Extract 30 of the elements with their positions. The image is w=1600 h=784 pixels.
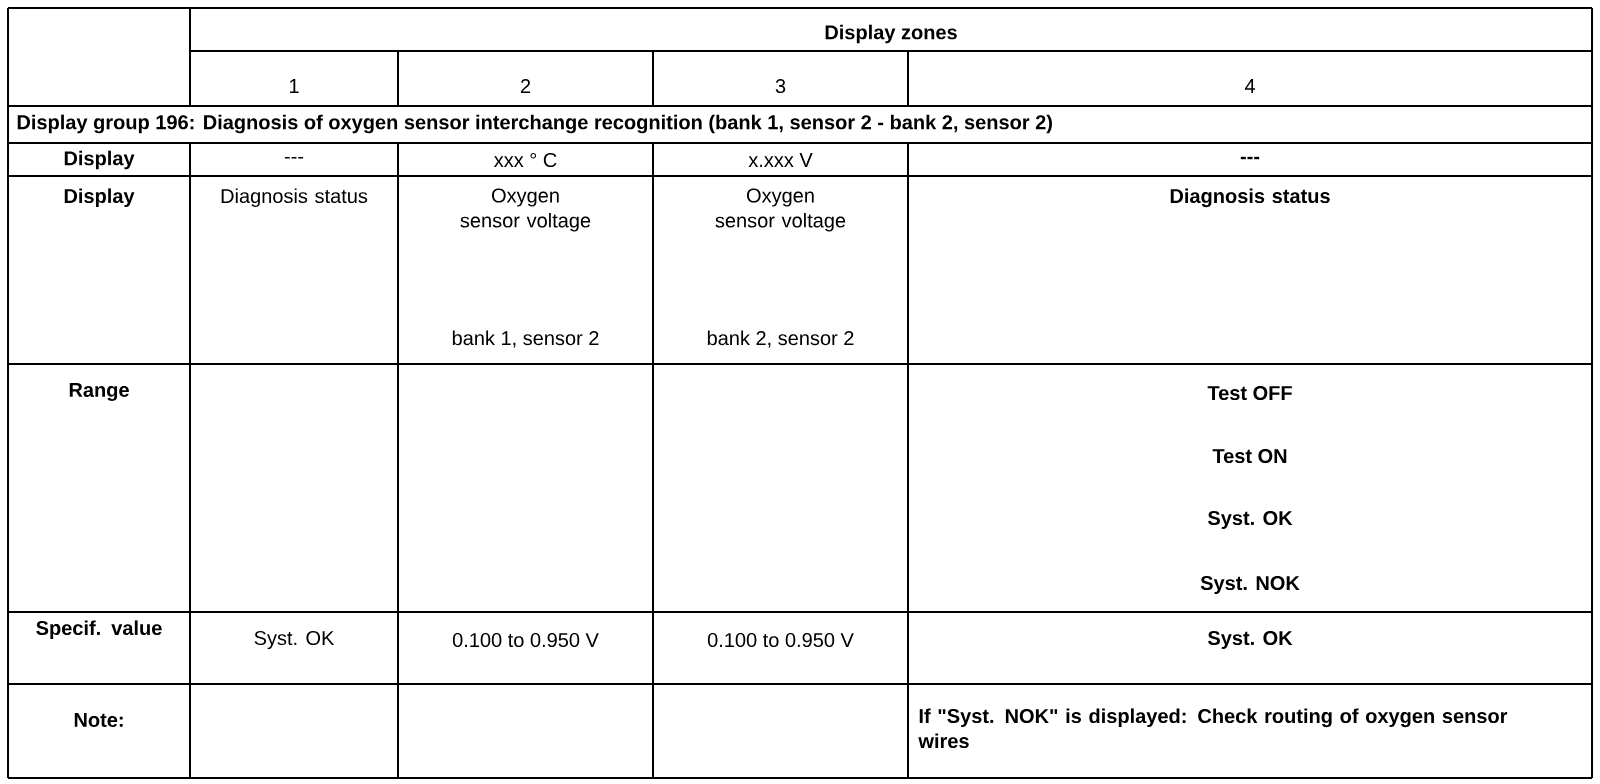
value-text: bank 2, sensor 2 bbox=[707, 330, 854, 348]
value-text: --- bbox=[284, 156, 304, 159]
column-number: 1 bbox=[290, 79, 299, 93]
note-text: If "Syst. NOK" is displayed: Check routing of oxygen sensor wires bbox=[918, 708, 1508, 749]
value-text: Oxygen sensor voltage bbox=[715, 188, 846, 232]
row-label: Display bbox=[64, 150, 135, 170]
table-heading: Display zones bbox=[825, 24, 957, 44]
value-text: Diagnosis status bbox=[1170, 188, 1330, 208]
value-text: Syst. NOK bbox=[1200, 575, 1300, 595]
column-number: 3 bbox=[775, 78, 786, 94]
row-label: Specif. value bbox=[36, 620, 162, 640]
row-label: Note: bbox=[74, 713, 123, 727]
value-text: 0.100 to 0.950 V bbox=[707, 632, 854, 648]
value-text: Syst. OK bbox=[1207, 630, 1293, 650]
value-text: xxx ° C bbox=[493, 152, 557, 168]
group-heading: Display group 196: Diagnosis of oxygen sensor interchange recognition (bank 1, sensor 2 - bank 2, sensor 2) bbox=[17, 114, 1052, 134]
value-text: 0.100 to 0.950 V bbox=[452, 632, 599, 648]
value-text: bank 1, sensor 2 bbox=[452, 330, 599, 348]
value-text: Syst. OK bbox=[254, 630, 335, 650]
value-text: Diagnosis status bbox=[221, 188, 368, 208]
value-text: Syst. OK bbox=[1207, 510, 1293, 530]
column-number: 2 bbox=[520, 79, 531, 93]
column-number: 4 bbox=[1244, 79, 1255, 93]
value-text: x.xxx V bbox=[748, 153, 813, 167]
row-label: Range bbox=[69, 383, 129, 401]
value-text: --- bbox=[1240, 156, 1260, 160]
value-text: Oxygen sensor voltage bbox=[460, 188, 591, 232]
row-label: Display bbox=[64, 188, 135, 208]
value-text: Test OFF bbox=[1207, 385, 1292, 401]
value-text: Test ON bbox=[1212, 448, 1287, 464]
